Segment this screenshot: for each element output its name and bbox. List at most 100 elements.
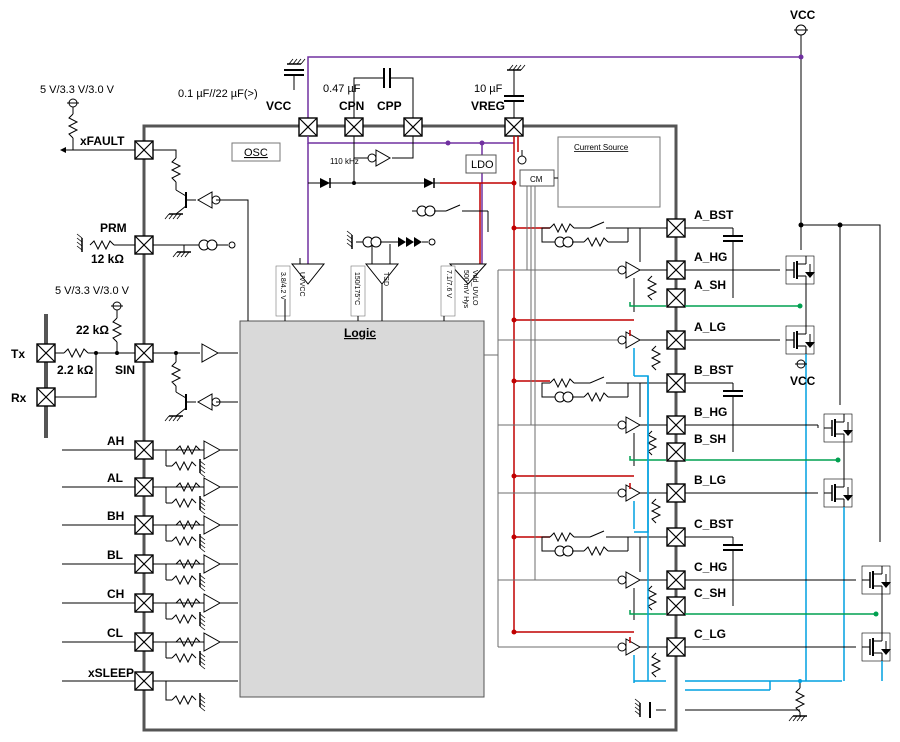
tsd-comparator [350,244,400,321]
tsd-label: TSD [382,272,389,286]
low-side-fet-b [823,478,854,508]
cs-switch [412,204,489,232]
input-label-bh: BH [107,509,124,523]
pulldown-res-ah [171,461,197,471]
bst-res2-c [583,546,609,556]
pin-c-sh [666,596,686,616]
pin-a-hg [666,260,686,280]
pin-label-c-sh: C_SH [694,586,726,600]
input-ground-bh [199,533,206,553]
prm-res-label: 12 kΩ [91,252,124,266]
pin-sin [134,343,154,363]
uvlo-comparator [440,263,488,321]
pin-label-b-hg: B_HG [694,405,727,419]
vreg-pin-label: VREG [471,99,505,113]
ldo-label: LDO [471,159,494,171]
uvvcc-label: UVVCC [298,272,305,297]
cpn-pin-label: CPN [339,99,364,113]
low-side-fet-c [861,632,892,662]
pin-vreg [504,117,524,137]
prm-pin-label: PRM [100,221,127,235]
vcc-cap-label: 0.1 µF//22 µF(>) [178,88,258,100]
pulldown-res-bh [171,536,197,546]
vcc-decoupling-cap [284,58,306,90]
vcc-top-label: VCC [790,8,816,22]
bst-current-source-a [554,236,574,248]
shunt-gnd [634,679,842,722]
vreg-cap-label: 10 µF [474,83,503,95]
ls-gate-res-a [651,345,661,371]
current-source-label: Current Source [574,143,629,152]
xfault-pin-label: xFAULT [80,134,125,148]
pulldown-res-al [171,498,197,508]
xsleep-pin-label: xSLEEP [88,666,134,680]
input-buffer-bh [203,515,221,535]
ls-driver-b [617,484,641,502]
bst-res2-a [583,237,609,247]
pin-a-lg [666,330,686,350]
hs-gate-res-a [647,275,657,301]
logic-block [239,320,485,698]
pin-label-b-bst: B_BST [694,363,734,377]
pin-bh [134,515,154,535]
pin-b-lg [666,483,686,503]
sin-pin-label: SIN [115,363,135,377]
uvlo-hysteresis: 500 mV Hys [462,270,469,309]
uvlo-label: Vdd_UVLO [471,270,478,306]
prm-current-source [153,239,236,258]
pin-bl [134,554,154,574]
pin-cl [134,632,154,652]
tsd-sensor [346,230,436,250]
low-side-fet-a [785,325,816,355]
supply-fault-label: 5 V/3.3 V/3.0 V [40,84,115,96]
res-22k-label: 22 kΩ [76,323,109,337]
hs-driver-b [617,416,641,434]
bst-current-source-b [554,391,574,403]
vreg-rail-red [440,136,634,633]
vbat-rail [798,222,881,542]
res-2k2-label: 2.2 kΩ [57,363,94,377]
input-buffer-ah [203,440,221,460]
vcc-supply-mid: VCC [790,359,816,388]
pin-b-hg [666,415,686,435]
freq-label: 110 kHz [330,157,359,166]
pin-a-bst [666,218,686,238]
pin-c-lg [666,637,686,657]
vcc-pin-label: VCC [266,99,292,113]
ls-gate-res-c [651,652,661,678]
charge-pump-cap [353,68,414,118]
ls-gate-res-b [651,498,661,524]
uvlo-threshold: 7.1/7.6 V [445,270,452,298]
input-label-cl: CL [107,626,123,640]
pin-b-bst [666,373,686,393]
input-ground-ah [199,458,206,478]
osc-inverter [367,149,391,167]
input-buffer-ch [203,593,221,613]
pin-c-bst [666,527,686,547]
hs-gate-res-c [647,585,657,611]
ldo-box [465,154,497,174]
serial-bus [44,314,48,438]
ls-driver-a [617,331,641,349]
input-label-ch: CH [107,587,124,601]
pin-rx [36,387,56,407]
input-buffer-al [203,477,221,497]
input-label-al: AL [107,471,123,485]
pin-label-a-hg: A_HG [694,250,727,264]
input-ground-cl [199,650,206,670]
logic-gate-signals [484,270,499,647]
pin-c-hg [666,570,686,590]
pin-vcc [298,117,318,137]
hs-driver-a [617,261,641,279]
pin-b-sh [666,442,686,462]
uvvcc-threshold: 3.8/4.2 V [279,272,286,300]
tx-pin-label: Tx [11,347,25,361]
input-buffer-bl [203,554,221,574]
vcc-mid-label: VCC [790,374,816,388]
pin-label-a-bst: A_BST [694,208,734,222]
pin-label-c-lg: C_LG [694,627,726,641]
logic-label: Logic [344,326,376,340]
pin-xsleep [134,671,154,691]
phase-drivers: A_BSTA_HGA_SHA_LGB_BSTB_HGB_SHB_LGC_BSTC… [498,208,892,683]
